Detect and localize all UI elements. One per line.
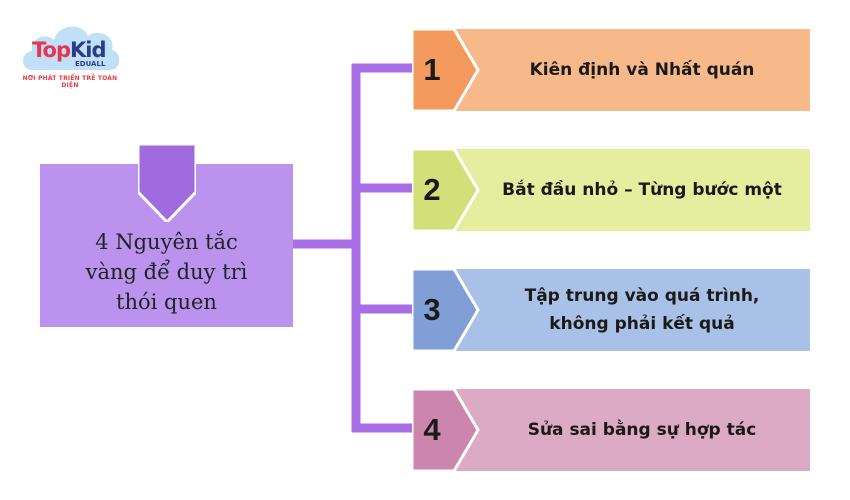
logo-tagline: NƠI PHÁT TRIỂN TRẺ TOÀN DIỆN: [22, 75, 118, 89]
central-topic-box: 4 Nguyên tắc vàng để duy trì thói quen: [40, 144, 293, 327]
principle-text: Kiên định và Nhất quán: [529, 60, 755, 80]
principle-item-1: 1 Kiên định và Nhất quán: [412, 29, 810, 111]
cloud-shape: [23, 26, 120, 70]
logo-top-text: Top: [32, 38, 71, 62]
principle-text: Sửa sai bằng sự hợp tác: [527, 420, 757, 440]
principle-number: 2: [423, 172, 441, 207]
chevron-badge-icon: [412, 149, 480, 231]
principle-number: 4: [423, 412, 441, 447]
chevron-badge-icon: [412, 269, 480, 351]
principle-number: 3: [423, 292, 441, 327]
principle-number: 1: [423, 52, 441, 87]
central-topic-line-2: vàng để duy trì: [85, 260, 248, 284]
central-topic-line-3: thói quen: [116, 290, 217, 314]
logo-eduall-text: EDUALL: [75, 60, 106, 68]
central-topic-title: 4 Nguyên tắc vàng để duy trì thói quen: [40, 227, 293, 317]
logo-wordmark: TopKid: [32, 38, 107, 62]
principle-item-2: 2 Bắt đầu nhỏ – Từng bước một: [412, 149, 810, 231]
principle-text: Bắt đầu nhỏ – Từng bước một: [502, 180, 782, 200]
principle-item-3: 3 Tập trung vào quá trình, không phải kế…: [412, 269, 810, 351]
chevron-badge-icon: [412, 29, 480, 111]
topkid-logo: TopKid EDUALL NƠI PHÁT TRIỂN TRẺ TOÀN DI…: [18, 18, 122, 89]
chevron-badge-icon: [412, 389, 480, 471]
principle-item-4: 4 Sửa sai bằng sự hợp tác: [412, 389, 810, 471]
principle-text: Tập trung vào quá trình, không phải kết …: [524, 286, 760, 334]
logo-kid-text: Kid: [70, 38, 107, 62]
pentagon-arrow-icon: [138, 144, 196, 222]
central-topic-line-1: 4 Nguyên tắc: [95, 230, 238, 254]
